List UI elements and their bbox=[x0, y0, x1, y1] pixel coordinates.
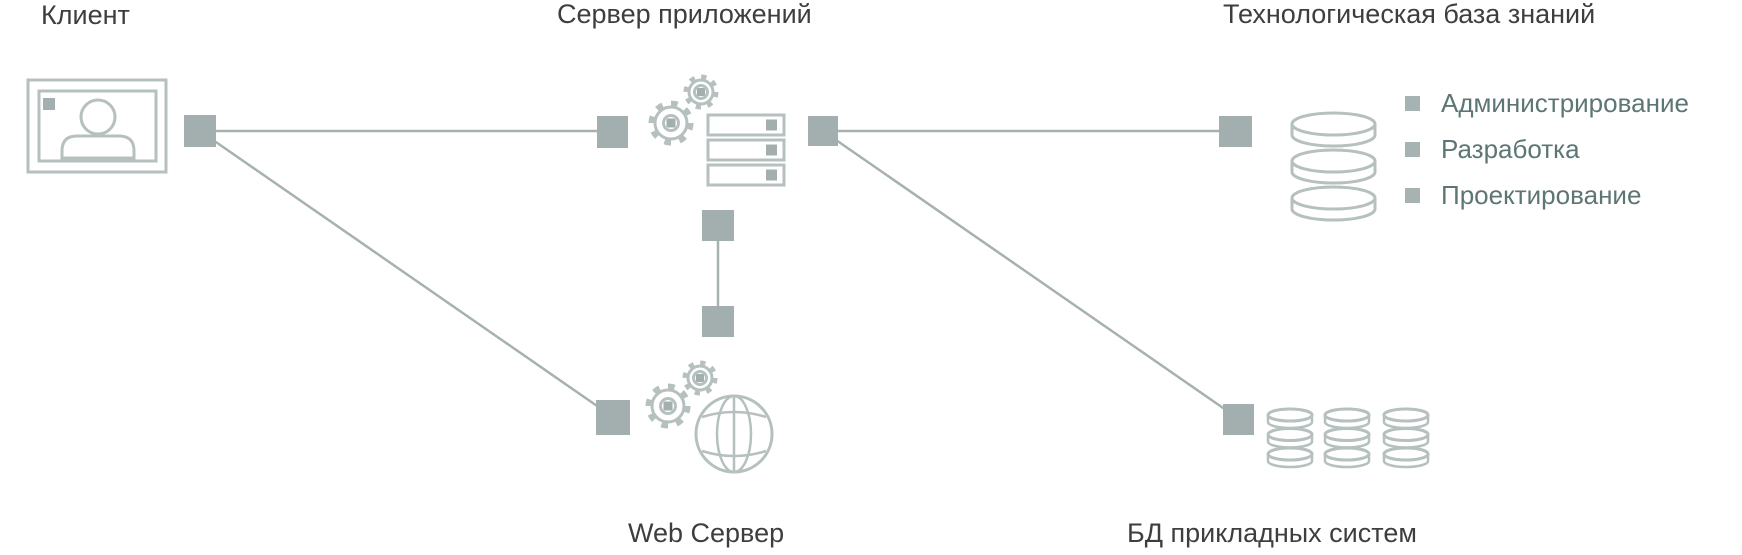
gears-globe-icon bbox=[645, 360, 774, 474]
monitor-user-icon bbox=[26, 78, 168, 174]
legend-item-administration: Администрирование bbox=[1405, 88, 1689, 118]
line-client-webserver bbox=[199, 129, 614, 419]
database-icon bbox=[1290, 111, 1377, 222]
legend-item-label: Проектирование bbox=[1441, 179, 1642, 210]
web-server-node-label: Web Сервер bbox=[628, 518, 785, 548]
legend-bullet-icon bbox=[1405, 95, 1420, 111]
gears-icon bbox=[648, 74, 719, 146]
legend-bullet-icon bbox=[1405, 187, 1420, 203]
connector-node-appserver-right bbox=[808, 116, 838, 146]
connection-lines bbox=[199, 129, 1240, 421]
tech-base-legend: Администрирование Разработка Проектирова… bbox=[1405, 88, 1689, 226]
connector-node-client bbox=[184, 115, 216, 147]
tech-base-node-label: Технологическая база знаний bbox=[1223, 0, 1596, 29]
connector-node-appdb bbox=[1223, 404, 1254, 435]
app-db-node-label: БД прикладных систем bbox=[1127, 518, 1417, 548]
legend-bullet-icon bbox=[1405, 141, 1420, 157]
database-stack-icons bbox=[1266, 407, 1430, 469]
line-appserver-appdb bbox=[822, 129, 1240, 421]
connector-node-techbase bbox=[1219, 116, 1252, 147]
connector-nodes bbox=[184, 115, 1254, 435]
server-rack-icon bbox=[706, 113, 786, 187]
database-stack-icon-1 bbox=[1266, 407, 1314, 469]
legend-item-design: Проектирование bbox=[1405, 180, 1689, 210]
app-server-node-label: Сервер приложений bbox=[557, 0, 812, 29]
connector-node-appserver-left bbox=[597, 116, 628, 148]
database-stack-icon-2 bbox=[1323, 407, 1371, 469]
connector-node-mid-bottom bbox=[702, 306, 734, 337]
database-stack-icon-3 bbox=[1382, 407, 1430, 469]
legend-item-label: Разработка bbox=[1441, 133, 1580, 164]
client-node-label: Клиент bbox=[41, 0, 130, 30]
connector-node-webserver bbox=[596, 400, 630, 435]
globe-icon bbox=[694, 394, 774, 474]
connector-node-mid-top bbox=[702, 210, 734, 241]
legend-item-label: Администрирование bbox=[1441, 87, 1689, 118]
legend-item-development: Разработка bbox=[1405, 134, 1689, 164]
